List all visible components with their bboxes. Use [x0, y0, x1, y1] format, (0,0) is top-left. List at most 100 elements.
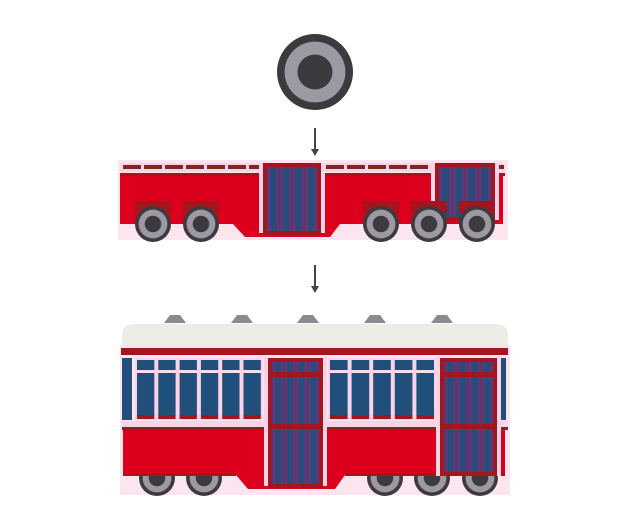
pillar: [323, 356, 327, 486]
window-sill: [330, 415, 348, 419]
skirt-line: [345, 473, 505, 476]
window-top-pane: [243, 360, 261, 370]
window-divider: [200, 371, 219, 373]
window-divider: [416, 371, 434, 373]
window-top-pane: [330, 360, 348, 370]
door-bar: [451, 167, 453, 217]
rail-dash: [186, 165, 204, 169]
rail-dash: [368, 165, 386, 169]
roof-vent: [231, 315, 253, 323]
pillar: [259, 165, 263, 233]
door-bar: [480, 362, 482, 472]
door-glass: [270, 167, 277, 231]
window-pane: [179, 373, 197, 415]
window-top-pane: [351, 360, 370, 370]
rail-dash: [347, 165, 365, 169]
pillar: [321, 165, 325, 233]
roof-stripe: [121, 348, 508, 355]
wheel-hub: [297, 54, 333, 90]
door-glass: [299, 362, 305, 484]
door-crossbar: [270, 372, 321, 377]
window-sill: [137, 415, 155, 419]
door-glass: [447, 362, 454, 472]
wheel-hub: [420, 215, 438, 233]
door-glass: [472, 362, 478, 472]
window-pane: [200, 373, 219, 415]
window-pane: [137, 373, 155, 415]
rail-dash: [165, 165, 183, 169]
door-glass: [283, 167, 289, 231]
roof: [122, 324, 508, 346]
arrow-down-icon: [311, 265, 319, 293]
end-window: [498, 358, 506, 420]
rail-dash: [497, 165, 504, 169]
door-glass: [442, 167, 449, 217]
pillar: [497, 356, 501, 476]
tram-complete-step: [120, 315, 510, 496]
rail-dash: [389, 165, 407, 169]
door-bar: [492, 362, 494, 472]
end-window: [122, 358, 132, 420]
window-sill: [351, 415, 370, 419]
door-bar: [443, 362, 445, 472]
rail-dash: [326, 165, 344, 169]
door-glass: [275, 362, 281, 484]
window-pane: [222, 373, 240, 415]
wheel-hub: [372, 215, 390, 233]
window-divider: [373, 371, 391, 373]
skirt-line: [123, 473, 236, 476]
window-sill: [158, 415, 176, 419]
window-divider: [137, 371, 155, 373]
window-pane: [158, 373, 176, 415]
door-glass: [295, 167, 302, 231]
door-bar: [294, 362, 297, 484]
rail-dash: [228, 165, 246, 169]
arrow-head: [311, 149, 319, 156]
pillar: [495, 165, 499, 220]
door-bar: [306, 362, 308, 484]
door-bar: [438, 167, 440, 217]
window-sill: [416, 415, 434, 419]
window-top-pane: [373, 360, 391, 370]
door-bar: [490, 167, 492, 217]
wheel-hub: [468, 215, 486, 233]
door-bar: [477, 167, 479, 217]
door-glass: [484, 362, 490, 472]
rail-dash: [410, 165, 428, 169]
window-divider: [394, 371, 413, 373]
door-glass: [459, 362, 466, 472]
arrow-head: [311, 286, 319, 293]
pillar: [431, 165, 435, 220]
roof-vent: [364, 315, 386, 323]
window-sill: [222, 415, 240, 419]
wheel-hub: [144, 215, 162, 233]
window-top-pane: [158, 360, 176, 370]
tram-chassis-step: [118, 160, 508, 242]
rail-dash: [144, 165, 162, 169]
window-divider: [158, 371, 176, 373]
roof-vent: [431, 315, 453, 323]
door-bar: [455, 362, 457, 472]
window-sill: [200, 415, 219, 419]
door-bar: [464, 167, 466, 217]
door-bar: [303, 167, 306, 231]
window-pane: [416, 373, 434, 415]
door-glass: [455, 167, 462, 217]
window-pane: [373, 373, 391, 415]
door-bar: [318, 362, 320, 484]
door-glass: [310, 362, 317, 484]
window-top-pane: [137, 360, 155, 370]
window-top-pane: [179, 360, 197, 370]
wheel-step: [277, 34, 353, 110]
window-sill: [394, 415, 413, 419]
roof-vent: [164, 315, 186, 323]
rail-dash: [207, 165, 225, 169]
door-crossbar: [442, 424, 495, 429]
door-glass: [468, 167, 475, 217]
rail-dash: [123, 165, 141, 169]
door-crossbar: [442, 372, 495, 377]
door-bar: [278, 167, 281, 231]
window-top-pane: [416, 360, 434, 370]
door-bar: [271, 362, 273, 484]
